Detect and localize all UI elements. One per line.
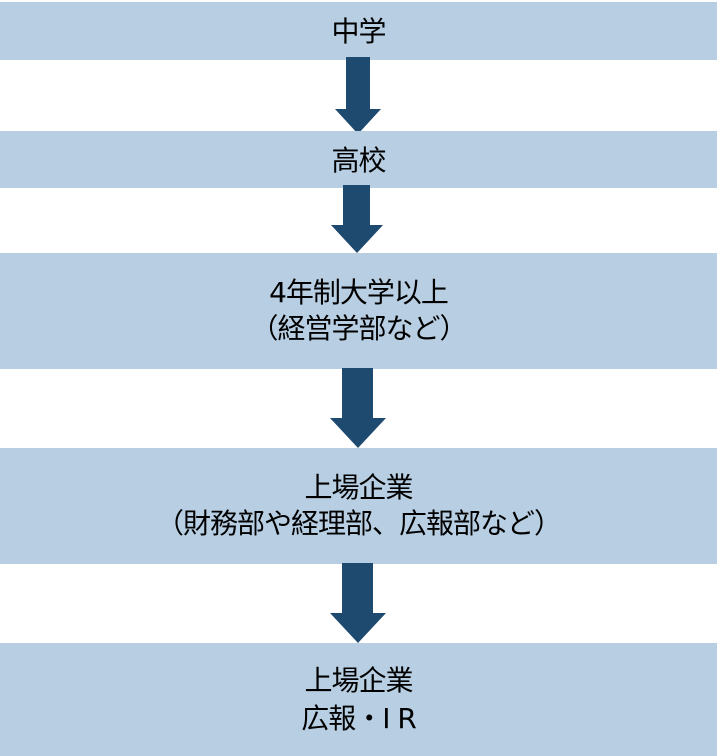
arrow-shape xyxy=(330,563,386,643)
step-box-high-school: 高校 xyxy=(0,131,717,188)
step-sublabel: （財務部や経理部、広報部など） xyxy=(155,507,562,540)
step-sublabel: （経営学部など） xyxy=(250,312,467,345)
arrow-shape xyxy=(331,185,383,253)
step-label: 上場企業 xyxy=(304,471,413,504)
step-box-pr-ir: 上場企業 広報・I R xyxy=(0,643,717,756)
step-box-university: 4年制大学以上 （経営学部など） xyxy=(0,253,717,369)
down-arrow-icon xyxy=(331,185,383,253)
arrow-shape xyxy=(335,57,381,134)
step-box-listed-company: 上場企業 （財務部や経理部、広報部など） xyxy=(0,448,717,564)
step-label: 中学 xyxy=(331,15,386,48)
step-label: 高校 xyxy=(331,143,386,177)
down-arrow-icon xyxy=(335,57,381,134)
step-box-junior-high: 中学 xyxy=(0,2,717,60)
down-arrow-icon xyxy=(330,563,386,643)
down-arrow-icon xyxy=(330,368,386,448)
arrow-shape xyxy=(330,368,386,448)
step-sublabel: 広報・I R xyxy=(301,701,417,735)
step-label: 上場企業 xyxy=(304,663,413,697)
step-label: 4年制大学以上 xyxy=(269,276,449,309)
